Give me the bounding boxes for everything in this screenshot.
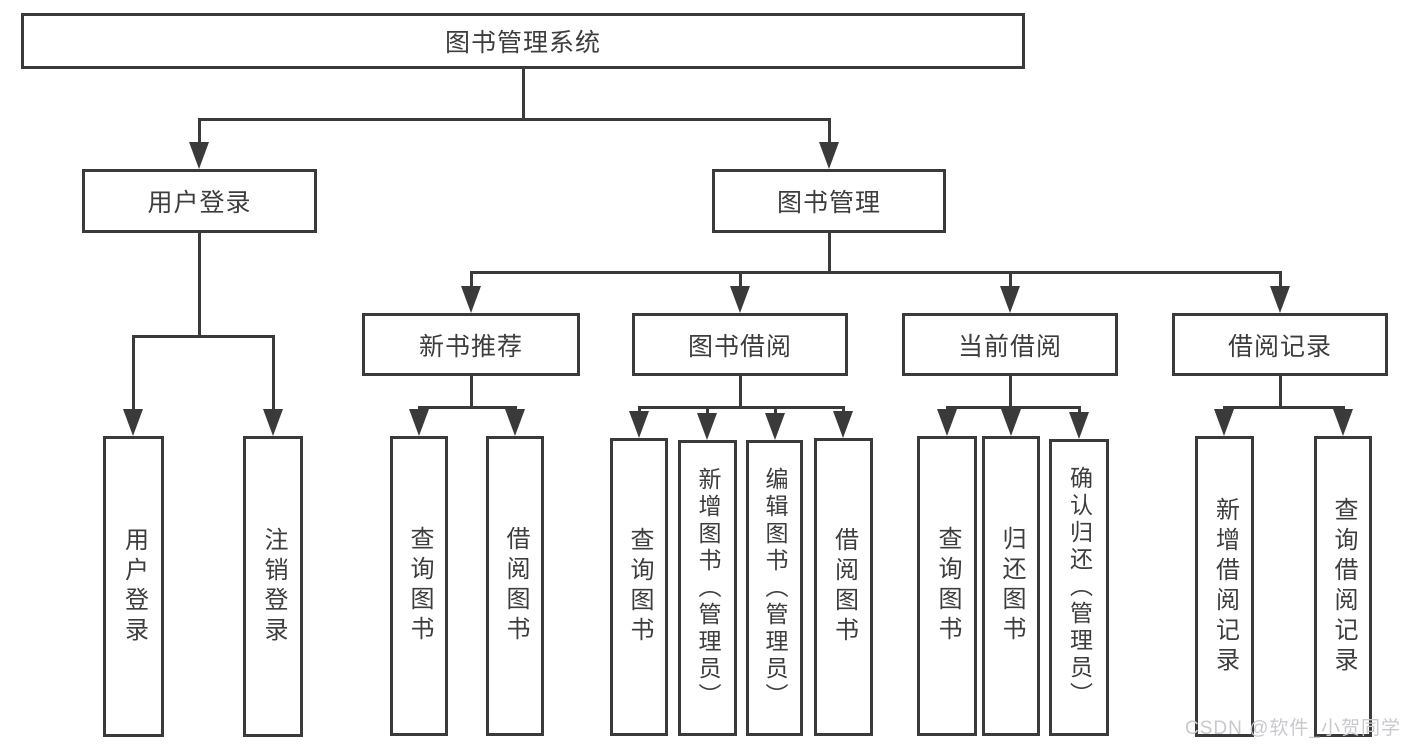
arrow-head-icon xyxy=(1000,286,1020,313)
arrow-head-icon xyxy=(629,411,649,438)
connector-line xyxy=(470,376,473,408)
node-record-query: 查询借阅记录 xyxy=(1314,436,1372,737)
connector-line xyxy=(132,335,275,338)
node-label-root: 图书管理系统 xyxy=(444,29,601,57)
arrow-stem xyxy=(1009,272,1012,293)
node-borrow-borrow: 借阅图书 xyxy=(814,438,873,736)
node-login: 用户登录 xyxy=(103,436,164,737)
arrow-head-icon xyxy=(505,409,525,436)
node-label-user-login: 用户登录 xyxy=(147,189,252,217)
connector-line xyxy=(1279,376,1282,408)
node-current-return: 归还图书 xyxy=(982,436,1040,736)
node-label-recommend-borrow: 借阅图书 xyxy=(502,526,529,646)
arrow-head-icon xyxy=(937,409,957,436)
node-current-borrow: 当前借阅 xyxy=(902,313,1118,376)
arrow-head-icon xyxy=(819,142,839,169)
arrow-head-icon xyxy=(409,409,429,436)
arrow-head-icon xyxy=(765,413,785,440)
arrow-head-icon xyxy=(1214,409,1234,436)
arrow-stem xyxy=(198,119,201,149)
arrow-stem xyxy=(272,336,275,416)
arrow-head-icon xyxy=(1001,409,1021,436)
arrow-head-icon xyxy=(123,409,143,436)
node-borrow-edit: 编辑图书（管理员） xyxy=(746,440,803,736)
arrow-head-icon xyxy=(263,409,283,436)
arrow-head-icon xyxy=(730,286,750,313)
arrow-stem xyxy=(828,119,831,149)
arrow-head-icon xyxy=(697,413,717,440)
node-root: 图书管理系统 xyxy=(21,13,1025,69)
node-record-add: 新增借阅记录 xyxy=(1195,436,1254,737)
arrow-head-icon xyxy=(1333,409,1353,436)
arrow-head-icon xyxy=(189,142,209,169)
arrow-head-icon xyxy=(1069,412,1089,439)
node-borrow-add: 新增图书（管理员） xyxy=(678,440,737,736)
arrow-head-icon xyxy=(461,286,481,313)
arrow-stem xyxy=(1279,272,1282,293)
node-label-borrow-edit: 编辑图书（管理员） xyxy=(762,466,788,710)
node-label-current-confirm: 确认归还（管理员） xyxy=(1066,466,1093,709)
connector-line xyxy=(1009,376,1012,408)
node-borrow-record: 借阅记录 xyxy=(1172,313,1388,376)
node-recommend-borrow: 借阅图书 xyxy=(486,436,544,736)
node-label-record-add: 新增借阅记录 xyxy=(1211,496,1239,677)
node-book-borrow: 图书借阅 xyxy=(632,313,848,376)
node-label-record-query: 查询借阅记录 xyxy=(1330,496,1357,677)
node-label-book-borrow: 图书借阅 xyxy=(687,332,792,361)
node-label-borrow-record: 借阅记录 xyxy=(1227,332,1332,361)
connector-line xyxy=(1223,406,1345,409)
node-user-login: 用户登录 xyxy=(82,169,317,233)
node-new-book-recommend: 新书推荐 xyxy=(362,313,580,376)
connector-line xyxy=(638,406,845,409)
node-borrow-query: 查询图书 xyxy=(610,438,668,736)
node-recommend-query: 查询图书 xyxy=(390,436,448,736)
node-label-recommend-query: 查询图书 xyxy=(406,526,433,646)
arrow-head-icon xyxy=(1270,286,1290,313)
connector-line xyxy=(946,406,1081,409)
node-label-book-mgmt: 图书管理 xyxy=(776,189,881,217)
arrow-stem xyxy=(739,272,742,293)
node-current-confirm: 确认归还（管理员） xyxy=(1049,439,1109,736)
node-book-mgmt: 图书管理 xyxy=(712,169,946,233)
node-label-borrow-borrow: 借阅图书 xyxy=(830,527,858,647)
arrow-stem xyxy=(132,336,135,416)
connector-line xyxy=(739,376,742,408)
connector-line xyxy=(470,271,1282,274)
node-label-new-book-recommend: 新书推荐 xyxy=(418,332,523,361)
connector-line xyxy=(522,69,525,120)
node-label-login: 用户登录 xyxy=(120,526,148,647)
arrow-head-icon xyxy=(833,411,853,438)
node-label-borrow-query: 查询图书 xyxy=(626,527,653,647)
node-current-query: 查询图书 xyxy=(917,436,977,736)
connector-line xyxy=(828,233,831,273)
node-label-current-return: 归还图书 xyxy=(998,526,1025,646)
connector-line xyxy=(418,406,517,409)
watermark: CSDN @软件_小贺同学 xyxy=(1185,718,1401,739)
node-label-borrow-add: 新增图书（管理员） xyxy=(695,466,721,710)
connector-line xyxy=(198,233,201,337)
node-label-current-borrow: 当前借阅 xyxy=(957,332,1062,361)
node-logout: 注销登录 xyxy=(243,436,303,737)
node-label-current-query: 查询图书 xyxy=(934,526,961,646)
connector-line xyxy=(198,118,831,121)
node-label-logout: 注销登录 xyxy=(260,526,287,647)
arrow-stem xyxy=(470,272,473,293)
